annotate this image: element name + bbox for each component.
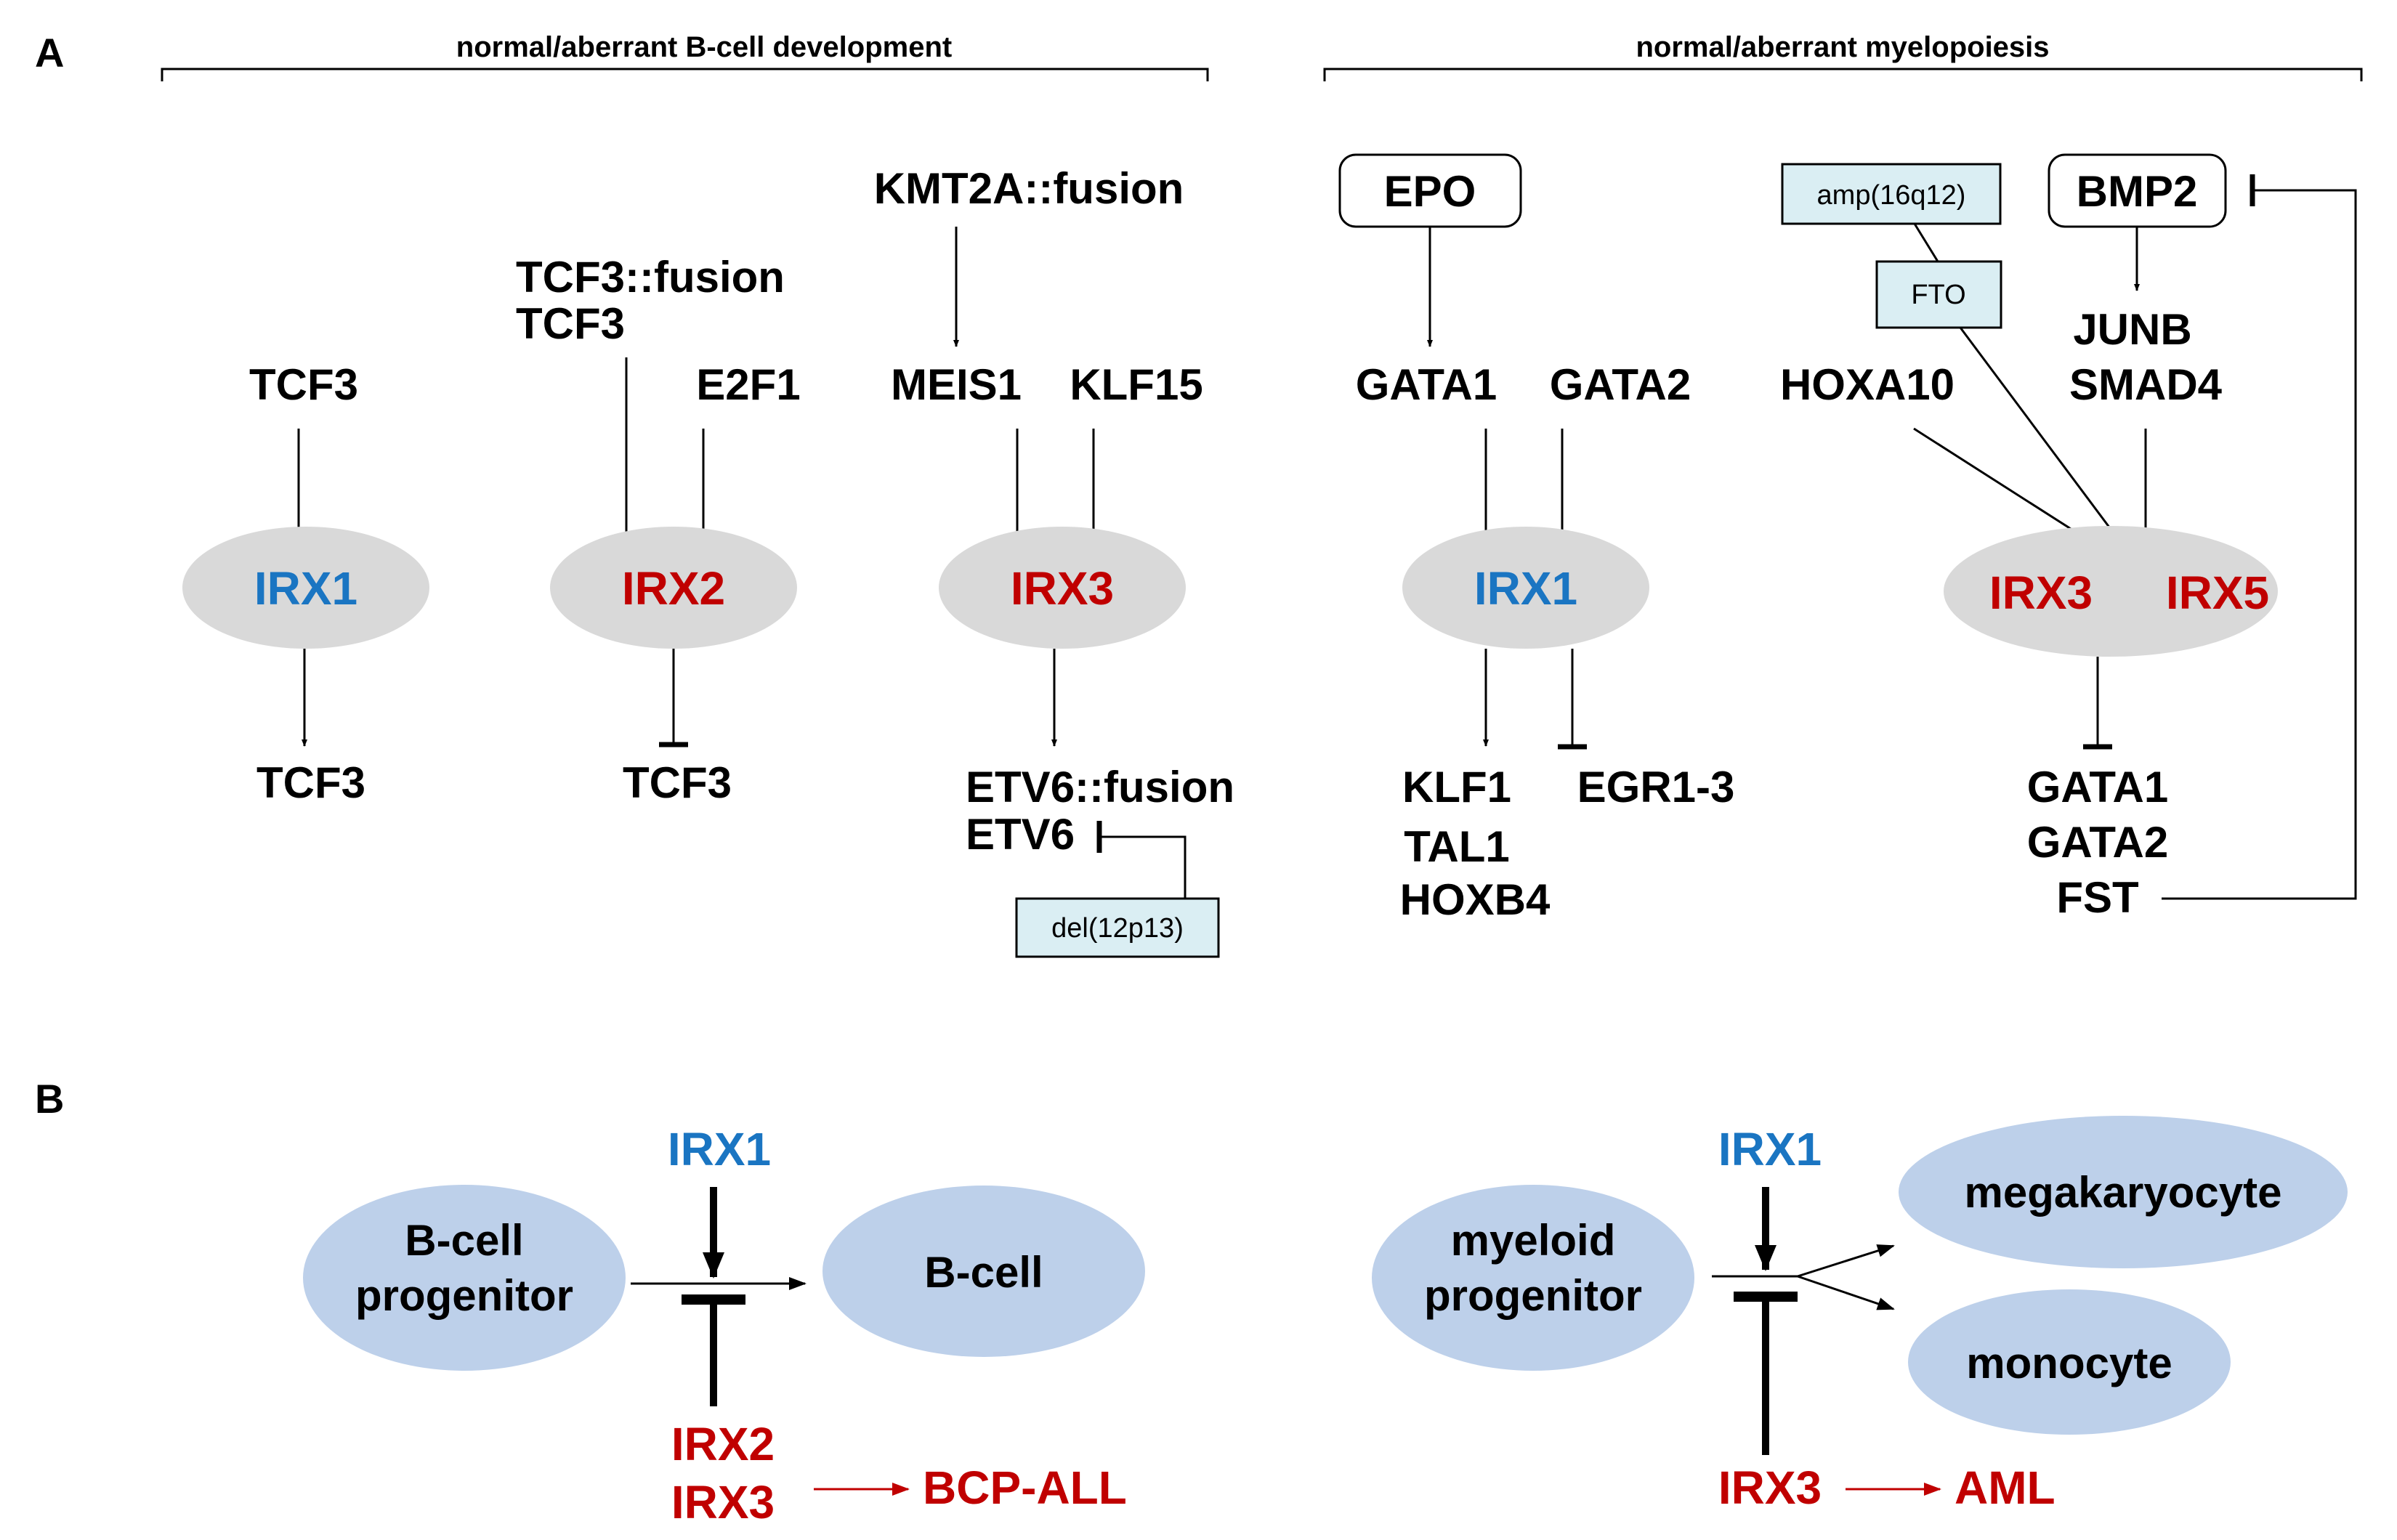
- gene-hoxb4: HOXB4: [1400, 875, 1551, 924]
- label-fto: FTO: [1911, 280, 1965, 310]
- cell-bcell-progenitor-line1: B-cell: [405, 1216, 523, 1265]
- cell-megakaryocyte: megakaryocyte: [1965, 1168, 2282, 1217]
- ellipse-megakaryocyte: [1899, 1116, 2348, 1268]
- cell-bcell-progenitor-line2: progenitor: [355, 1271, 573, 1320]
- gene-tcf3-repressed: TCF3: [623, 758, 732, 807]
- arrow-branch-monocyte: [1797, 1275, 1895, 1310]
- bcell-differentiation: B-cell progenitor B-cell IRX1 IRX2 IRX3 …: [303, 1123, 1145, 1528]
- gene-tcf3-b: TCF3: [516, 299, 625, 348]
- group-irx2: TCF3::fusion TCF3 E2F1 IRX2 TCF3: [516, 253, 801, 807]
- gene-hoxa10: HOXA10: [1780, 360, 1955, 409]
- section-label-myelo: normal/aberrant myelopoiesis: [1636, 31, 2049, 63]
- node-irx1-bcell: IRX1: [254, 562, 357, 615]
- node-ellipse-irx3-irx5: [1944, 526, 2278, 657]
- group-irx3-irx5: amp(16q12) FTO HOXA10 BMP2 JUNB SMAD4 IR…: [1780, 153, 2357, 922]
- section-bracket-bcell: [161, 68, 1209, 81]
- panel-label-b: B: [35, 1076, 64, 1122]
- cell-monocyte: monocyte: [1966, 1339, 2172, 1387]
- gene-gata1-output: GATA1: [2027, 763, 2168, 811]
- group-irx3-bcell: KMT2A::fusion MEIS1 KLF15 IRX3 ETV6::fus…: [874, 164, 1234, 958]
- feedback-fst-bmp2: [2162, 189, 2357, 900]
- gene-meis1: MEIS1: [891, 360, 1022, 409]
- myeloid-differentiation: myeloid progenitor megakaryocyte monocyt…: [1372, 1116, 2348, 1514]
- panel-label-a: A: [35, 30, 64, 76]
- gene-tcf3-output: TCF3: [256, 758, 365, 807]
- gene-gata2-output: GATA2: [2027, 818, 2168, 867]
- gene-tal1: TAL1: [1404, 822, 1510, 871]
- repressor-irx3-myelo: IRX3: [1718, 1462, 1822, 1514]
- ellipse-monocyte: [1908, 1289, 2231, 1435]
- repressor-irx2: IRX2: [671, 1418, 775, 1470]
- gene-e2f1: E2F1: [696, 360, 800, 409]
- gene-etv6: ETV6: [966, 810, 1075, 859]
- ellipse-myeloid-progenitor: [1372, 1185, 1694, 1371]
- repressor-irx3-bcell: IRX3: [671, 1476, 775, 1528]
- box-del12p13: [1015, 897, 1220, 958]
- gene-egr1-3: EGR1-3: [1577, 763, 1735, 811]
- node-ellipse-irx2: [550, 527, 797, 649]
- activator-irx1-myelo: IRX1: [1718, 1123, 1822, 1175]
- arrow-fto-irx3: [1959, 327, 2128, 551]
- gene-fst: FST: [2056, 873, 2138, 922]
- cell-myeloid-progenitor-line1: myeloid: [1451, 1216, 1616, 1265]
- node-ellipse-irx1-bcell: [182, 527, 429, 649]
- gene-tcf3-input: TCF3: [249, 360, 358, 409]
- gene-klf15: KLF15: [1070, 360, 1202, 409]
- gene-tcf3-fusion: TCF3::fusion: [516, 253, 785, 301]
- node-irx3-bcell: IRX3: [1011, 562, 1114, 615]
- label-del12p13: del(12p13): [1051, 913, 1184, 944]
- node-ellipse-irx3-bcell: [939, 527, 1186, 649]
- activator-irx1-bcell: IRX1: [668, 1123, 771, 1175]
- node-irx1-myelo: IRX1: [1474, 562, 1577, 615]
- arrow-branch-megakaryocyte: [1797, 1244, 1895, 1278]
- node-irx2: IRX2: [622, 562, 725, 615]
- gene-gata2-input: GATA2: [1550, 360, 1691, 409]
- node-ellipse-irx1-myelo: [1402, 527, 1649, 649]
- group-irx1-bcell: TCF3 IRX1 TCF3: [182, 360, 429, 807]
- disease-aml: AML: [1955, 1462, 2056, 1514]
- node-irx5: IRX5: [2166, 567, 2269, 619]
- section-label-bcell: normal/aberrant B-cell development: [456, 31, 952, 63]
- disease-bcp-all: BCP-ALL: [923, 1462, 1127, 1514]
- ellipse-bcell: [822, 1186, 1145, 1357]
- gene-kmt2a-fusion: KMT2A::fusion: [874, 164, 1184, 213]
- node-irx3-myelo: IRX3: [1989, 567, 2093, 619]
- gene-etv6-fusion: ETV6::fusion: [966, 763, 1234, 811]
- box-fto: [1875, 260, 2002, 329]
- section-bracket-myelo: [1323, 68, 2363, 81]
- gene-klf1: KLF1: [1402, 763, 1511, 811]
- cell-bcell: B-cell: [924, 1248, 1043, 1297]
- label-amp16q12: amp(16q12): [1817, 180, 1966, 211]
- ellipse-bcell-progenitor: [303, 1185, 626, 1371]
- gene-junb: JUNB: [2073, 305, 2191, 354]
- gene-smad4: SMAD4: [2069, 360, 2223, 409]
- line-amp-fto: [1913, 223, 1939, 262]
- gene-gata1-input: GATA1: [1356, 360, 1497, 409]
- inhibit-del12p13-etv6: [1099, 835, 1187, 899]
- cell-myeloid-progenitor-line2: progenitor: [1424, 1271, 1642, 1320]
- box-amp16q12: [1781, 163, 2002, 225]
- gene-epo: EPO: [1384, 167, 1476, 216]
- group-irx1-myelo: EPO GATA1 GATA2 IRX1 KLF1 TAL1 HOXB4 EGR…: [1338, 153, 1735, 924]
- gene-bmp2: BMP2: [2077, 167, 2198, 216]
